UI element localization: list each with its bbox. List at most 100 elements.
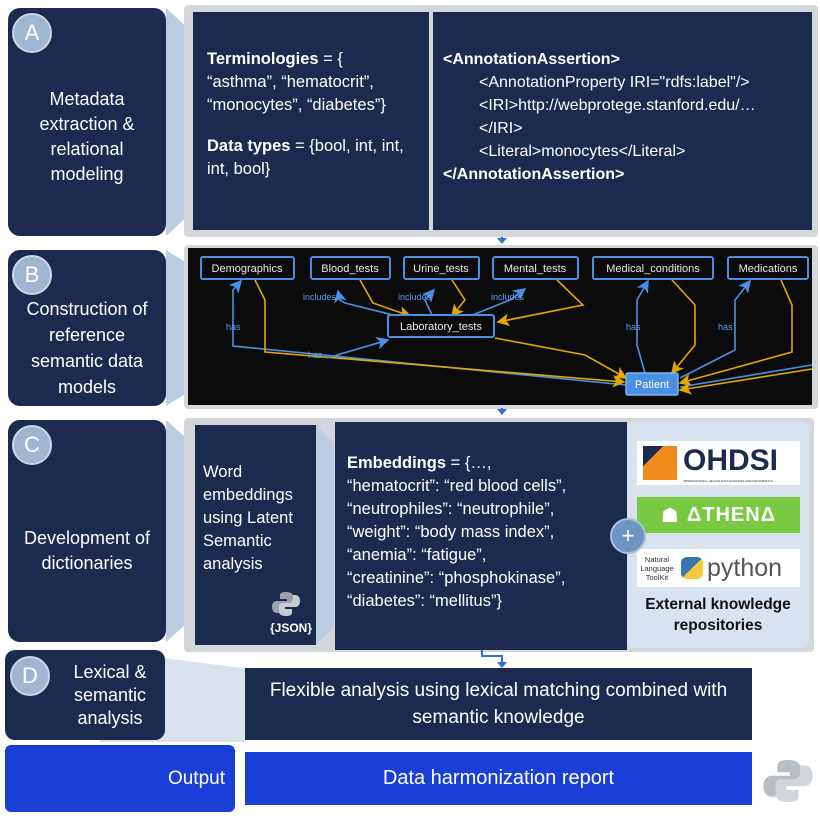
edge-link [678, 368, 812, 395]
embeddings-line: “anemia”: “fatigue”, [347, 546, 487, 564]
edge-includes [334, 289, 406, 319]
report-box: Data harmonization report [245, 752, 752, 805]
row-a-connector [166, 8, 186, 236]
output-label: Output [167, 767, 225, 789]
edge-link [670, 279, 696, 375]
terminologies-text: Terminologies = { “asthma”, “hematocrit”… [207, 48, 415, 117]
edge-has [679, 364, 812, 388]
edge-label-includes: includes [303, 292, 337, 302]
xml-line: <IRI>http://webprotege.stanford.edu/… [479, 97, 756, 114]
edge-link [359, 279, 412, 319]
edge-link [494, 337, 628, 379]
datatypes-key: Data types [207, 137, 291, 155]
word-embeddings-text: Word embeddings using Latent Semantic an… [203, 463, 293, 573]
word-embeddings-box: Word embeddings using Latent Semantic an… [195, 425, 316, 645]
node-label: Laboratory_tests [400, 321, 482, 333]
row-d-text: Lexical & semantic analysis [73, 661, 147, 728]
analysis-text: Flexible analysis using lexical matching… [269, 680, 728, 728]
edge-has [679, 279, 751, 379]
down-arrow-a-b [497, 237, 507, 244]
node-blood-tests[interactable] [310, 256, 391, 280]
python-logo-icon [681, 557, 703, 579]
semantic-data-model-graph: has includes includes includes has has h… [188, 248, 812, 405]
xml-box: <AnnotationAssertion> <AnnotationPropert… [433, 12, 812, 230]
nltk-python-logo: Natural Language ToolKit python [637, 549, 800, 587]
edge-includes [421, 288, 436, 316]
json-badge: {JSON} [270, 621, 313, 635]
edge-label-includes: includes [491, 292, 525, 302]
embeddings-key: Embeddings [347, 454, 447, 472]
xml-line: <AnnotationAssertion> [443, 51, 620, 68]
embeddings-line: Embeddings = {…, [347, 452, 615, 475]
step-a-letter: A [24, 20, 40, 45]
node-mental-tests[interactable] [492, 256, 579, 280]
edge-label-has: has [308, 350, 323, 360]
node-label: Medications [739, 263, 798, 275]
step-c-letter: C [24, 432, 40, 457]
edge-has [326, 337, 390, 359]
datatypes-value: = {bool, int, int, int, bool} [207, 137, 404, 178]
edge-label-has: has [626, 322, 641, 332]
down-arrow-b-c [497, 408, 507, 415]
node-demographics[interactable] [200, 256, 295, 280]
xml-line: </IRI> [479, 120, 523, 137]
node-label: Blood_tests [321, 263, 379, 275]
python-text: python [707, 553, 783, 582]
plus-button: + [610, 518, 646, 554]
node-label: Demographics [212, 263, 283, 275]
bent-arrow-c-d [481, 650, 507, 668]
embeddings-open: = {…, [446, 454, 492, 472]
xml-line: <AnnotationProperty IRI="rdfs:label"/> [479, 74, 750, 91]
xml-line: </AnnotationAssertion> [443, 166, 625, 183]
terminologies-value: = { “asthma”, “hematocrit”, “monocytes”,… [207, 50, 386, 114]
xml-line: <Literal>monocytes</Literal> [479, 143, 686, 160]
embeddings-line: “hematocrit”: “red blood cells”, [347, 477, 567, 495]
node-label: Mental_tests [504, 263, 567, 275]
row-b-connector [166, 250, 186, 406]
node-medical-conditions[interactable] [592, 256, 714, 280]
edge-link [254, 279, 626, 388]
terminologies-key: Terminologies [207, 50, 319, 68]
athena-text: ΔTHENΔ [686, 503, 777, 526]
ohdsi-subtitle: OBSERVATIONAL HEALTH DATA SCIENCES AND I… [683, 478, 773, 483]
node-label: Urine_tests [413, 263, 469, 275]
node-label: Medical_conditions [606, 263, 700, 275]
node-urine-tests[interactable] [403, 256, 480, 280]
plus-icon: + [621, 523, 635, 548]
step-b-letter: B [24, 262, 40, 287]
nltk-text: Natural Language ToolKit [640, 554, 674, 582]
row-a-text: Metadata extraction & relational modelin… [39, 89, 135, 184]
edge-link [496, 279, 585, 327]
edge-has [636, 279, 649, 374]
edge-label-has: has [226, 322, 241, 332]
external-repos-label: External knowledge repositories [645, 596, 791, 634]
report-text: Data harmonization report [382, 767, 615, 789]
edge-link [678, 279, 793, 387]
embeddings-box: Embeddings = {…, “hematocrit”: “red bloo… [335, 422, 627, 650]
embeddings-line: “creatinine”: “phosphokinase”, [347, 569, 566, 587]
row-c-inner-connector [316, 425, 334, 645]
ohdsi-text: OHDSI [683, 443, 779, 477]
embeddings-line: “weight”: “body mass index”, [347, 523, 555, 541]
step-a-badge: A [12, 13, 52, 53]
embeddings-line: “neutrophiles”: “neutrophile”, [347, 500, 555, 518]
edge-includes [469, 288, 527, 317]
python-watermark-icon [763, 760, 813, 802]
edge-includes [450, 279, 466, 318]
ohdsi-mark-icon [643, 446, 677, 480]
node-laboratory-tests[interactable] [387, 314, 495, 338]
python-icon [272, 592, 300, 616]
output-label-box: Output [5, 745, 235, 812]
analysis-box: Flexible analysis using lexical matching… [245, 668, 752, 740]
node-patient[interactable] [625, 372, 679, 396]
athena-helmet-icon: ☗ [660, 504, 679, 527]
row-b-text: Construction of reference semantic data … [26, 299, 148, 397]
row-c-text: Development of dictionaries [23, 528, 151, 573]
step-b-badge: B [12, 255, 52, 295]
edge-label-includes: includes [398, 292, 432, 302]
node-medications[interactable] [727, 256, 809, 280]
row-c-connector [166, 420, 186, 642]
node-label: Patient [635, 379, 669, 391]
step-d-badge: D [10, 656, 50, 696]
